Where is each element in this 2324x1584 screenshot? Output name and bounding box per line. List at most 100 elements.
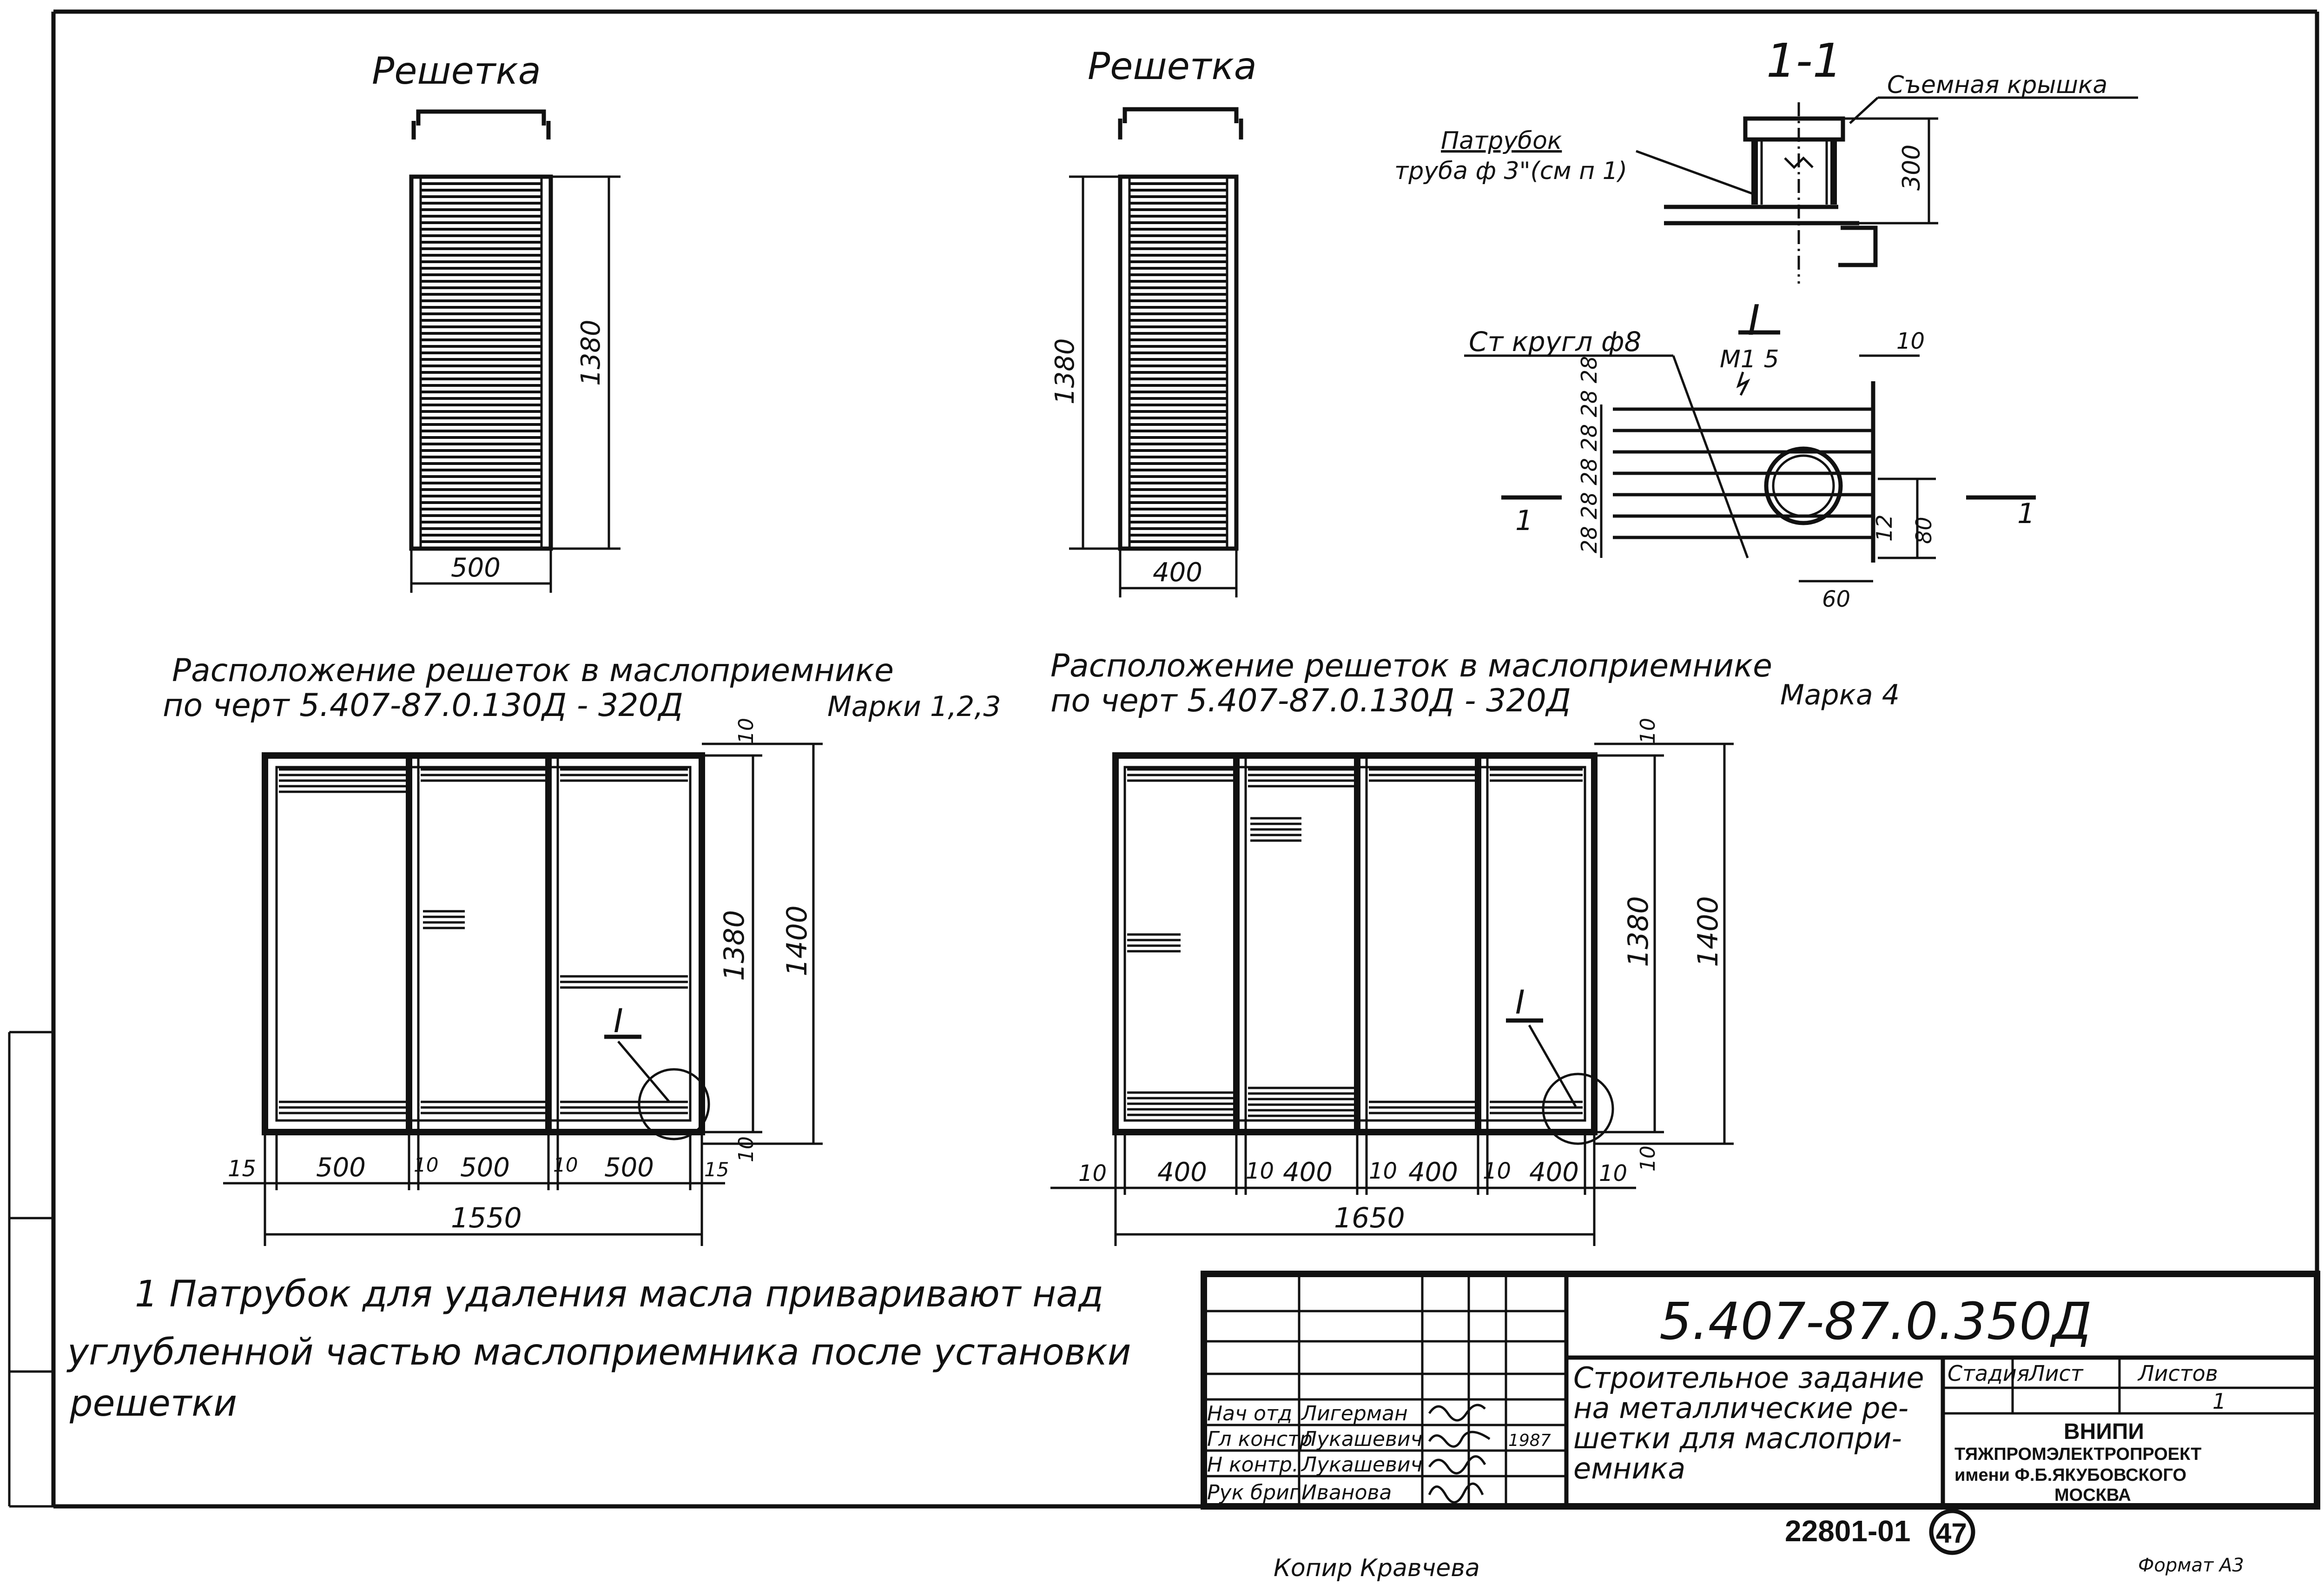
layout-left-dim-10-bot: 10 xyxy=(734,1136,758,1162)
page-number: 47 xyxy=(1936,1518,1967,1549)
grate-left-height-dim: 1380 xyxy=(576,319,606,386)
detail-dim-60: 60 xyxy=(1822,586,1850,612)
layout-right-dim-3: 400 xyxy=(1283,1157,1333,1187)
org-2: ТЯЖПРОМЭЛЕКТРОПРОЕКТ xyxy=(1954,1445,2202,1464)
inv-number: 22801-01 xyxy=(1785,1514,1910,1548)
layout-right-callout: I xyxy=(1515,983,1525,1021)
layout-right-title-2: по черт 5.407-87.0.130Д - 320Д xyxy=(1050,683,1571,719)
note-line-3: решетки xyxy=(69,1383,237,1425)
grate-right-bars xyxy=(1129,182,1227,543)
grate-right-title: Решетка xyxy=(1088,45,1257,88)
signature-1 xyxy=(1428,1431,1491,1448)
org-4: МОСКВА xyxy=(2054,1485,2131,1505)
role-1: Гл констр xyxy=(1207,1427,1313,1451)
layout-right: Расположение решеток в маслоприемнике по… xyxy=(1050,648,1900,1246)
detail-rod-label: Ст кругл ф8 xyxy=(1469,326,1641,358)
section-cover-label: Съемная крышка xyxy=(1887,71,2107,99)
sheet-label: Лист xyxy=(2028,1361,2084,1386)
detail-bars xyxy=(1613,407,1873,539)
layout-left: Расположение решеток в маслоприемнике по… xyxy=(163,652,1001,1246)
name-1: Лукашевич xyxy=(1301,1427,1423,1451)
description-2: на металлические ре- xyxy=(1573,1391,1908,1425)
detail-dim-pitch: 28 28 28 28 28 28 xyxy=(1577,356,1602,553)
page-number-circle xyxy=(1929,1509,1975,1555)
sheets-value: 1 xyxy=(2212,1389,2226,1414)
channel-profile-left xyxy=(416,109,546,126)
layout-right-dim-8: 10 xyxy=(1599,1160,1627,1186)
channel-profile-right xyxy=(1122,107,1239,123)
org-3: имени Ф.Б.ЯКУБОВСКОГО xyxy=(1954,1465,2186,1485)
layout-right-dim-5: 400 xyxy=(1408,1157,1458,1187)
role-0: Нач отд xyxy=(1207,1402,1292,1425)
role-2: Н контр. xyxy=(1207,1453,1299,1477)
layout-right-dim-10-bot: 10 xyxy=(1636,1146,1660,1172)
layout-left-marks: Марки 1,2,3 xyxy=(827,690,1001,723)
section-pipe-label-1: Патрубок xyxy=(1441,127,1562,155)
layout-right-dim-6: 10 xyxy=(1483,1158,1511,1184)
layout-right-dim-1380: 1380 xyxy=(1622,896,1655,967)
layout-left-dim-1400: 1400 xyxy=(781,905,813,976)
grate-right-height-dim: 1380 xyxy=(1050,338,1080,404)
description-4: емника xyxy=(1573,1451,1685,1485)
layout-left-dim-0: 15 xyxy=(228,1156,256,1182)
grate-left-title: Решетка xyxy=(372,49,541,93)
layout-right-dim-0: 10 xyxy=(1078,1160,1107,1186)
stage-label: Стадия xyxy=(1948,1361,2029,1386)
detail-dim-12: 12 xyxy=(1872,514,1897,542)
detail-cut-mark-left: 1 xyxy=(1515,504,1533,537)
description-1: Строительное задание xyxy=(1573,1361,1924,1395)
layout-right-dim-7: 400 xyxy=(1529,1157,1579,1187)
grate-right-width-dim: 400 xyxy=(1153,557,1202,588)
footer: 22801-01 47 Копир Кравчева Формат А3 xyxy=(1274,1509,2244,1582)
layout-left-callout: I xyxy=(614,1002,623,1040)
layout-right-dim-10-top: 10 xyxy=(1636,718,1660,744)
signature-0 xyxy=(1428,1404,1486,1422)
section-height-dim: 300 xyxy=(1898,145,1926,191)
layout-left-dim-4: 10 xyxy=(553,1153,578,1176)
layout-left-dim-6: 15 xyxy=(704,1158,729,1181)
layout-left-dim-1380: 1380 xyxy=(718,910,751,981)
section-title: 1-1 xyxy=(1766,33,1842,88)
signature-3 xyxy=(1428,1482,1484,1504)
layout-right-dim-2: 10 xyxy=(1246,1158,1274,1184)
layout-left-total: 1550 xyxy=(451,1202,522,1234)
layout-right-marks: Марка 4 xyxy=(1780,679,1900,711)
layout-right-title-1: Расположение решеток в маслоприемнике xyxy=(1050,648,1772,684)
grate-left-width-dim: 500 xyxy=(451,553,501,583)
detail-weld-label: М1 5 xyxy=(1720,345,1779,373)
grate-right-frame xyxy=(1118,174,1239,551)
layout-right-dim-1400: 1400 xyxy=(1692,896,1724,967)
note: 1 Патрубок для удаления масла привариваю… xyxy=(66,1273,1131,1425)
sheets-label: Листов xyxy=(2137,1361,2218,1386)
layout-left-title-2: по черт 5.407-87.0.130Д - 320Д xyxy=(163,687,683,724)
detail-dim-80: 80 xyxy=(1911,517,1936,544)
format-note: Формат А3 xyxy=(2138,1555,2244,1576)
layout-left-dim-5: 500 xyxy=(604,1153,654,1183)
name-2: Лукашевич xyxy=(1301,1453,1423,1477)
note-line-1: 1 Патрубок для удаления масла привариваю… xyxy=(135,1273,1103,1315)
layout-right-dim-1: 400 xyxy=(1157,1157,1207,1187)
layout-right-dim-4: 10 xyxy=(1369,1158,1397,1184)
section-1-1: 1-1 Съемная крышка Патрубок труба ф 3"(с… xyxy=(1394,33,2138,284)
name-3: Иванова xyxy=(1301,1481,1392,1504)
doc-number: 5.407-87.0.350Д xyxy=(1659,1292,2092,1351)
title-block: 5.407-87.0.350Д Строительное задание на … xyxy=(1201,1271,2320,1510)
detail-pipe-circle xyxy=(1764,446,1843,525)
layout-right-bars xyxy=(1127,768,1583,1117)
layout-left-dim-2: 10 xyxy=(414,1153,438,1176)
layout-left-callout-circle xyxy=(638,1068,710,1140)
layout-left-frame xyxy=(262,752,705,1135)
grate-left-frame xyxy=(409,174,553,551)
signature-2 xyxy=(1428,1455,1486,1475)
date: 1987 xyxy=(1508,1431,1551,1450)
detail-dim-10: 10 xyxy=(1896,328,1925,354)
grate-right: Решетка 400 1380 xyxy=(1050,45,1257,597)
detail-I: I Ст кругл ф8 М1 5 10 28 28 28 28 28 28 … xyxy=(1464,296,2036,612)
copied-by: Копир Кравчева xyxy=(1274,1554,1480,1582)
role-3: Рук бриг xyxy=(1207,1481,1301,1504)
name-0: Лигерман xyxy=(1301,1402,1408,1425)
layout-left-dim-3: 500 xyxy=(460,1153,510,1183)
layout-right-callout-circle xyxy=(1542,1073,1614,1145)
layout-left-title-1: Расположение решеток в маслоприемнике xyxy=(172,652,894,689)
